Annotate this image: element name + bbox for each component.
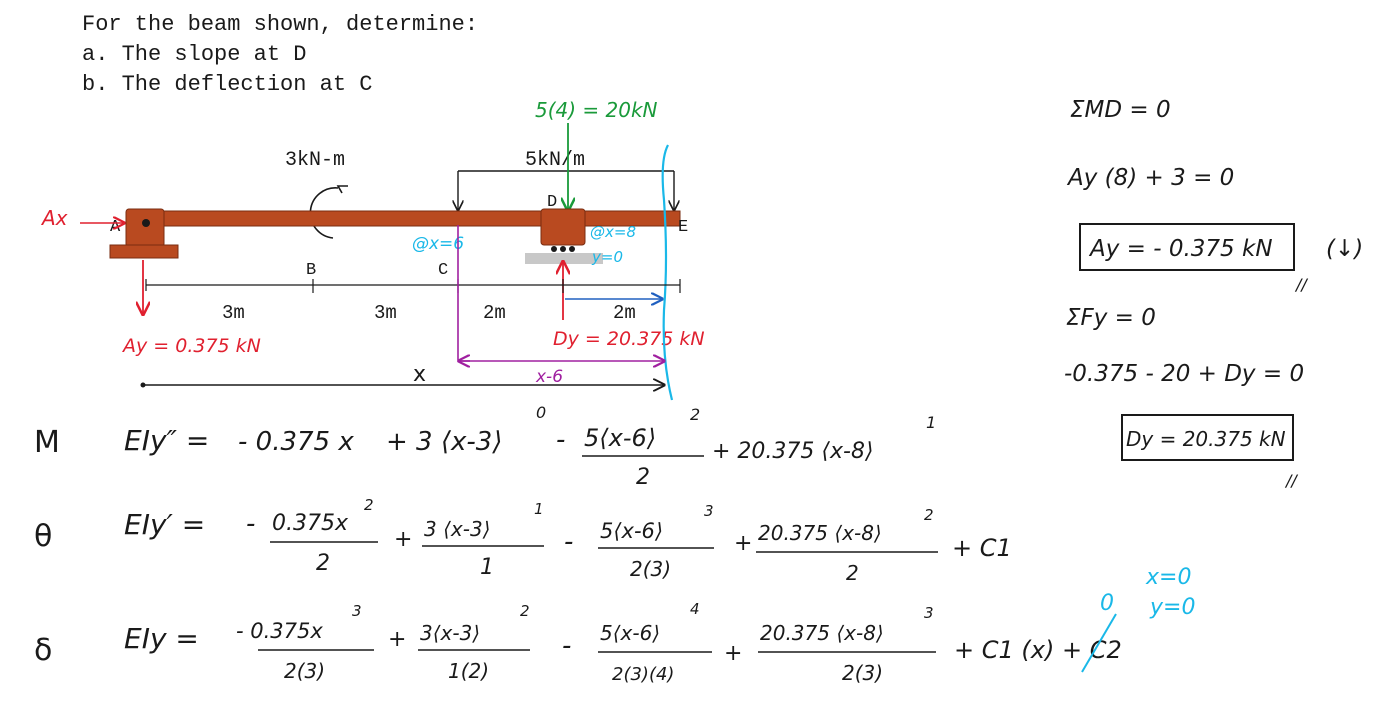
delta-tail: + C1 (x) + C2	[954, 636, 1122, 664]
delta-t4-exp: 3	[924, 604, 934, 622]
eq-moment: Ay (8) + 3 = 0	[1066, 165, 1234, 191]
delta-t4-den: 2(3)	[842, 661, 883, 685]
theta-symbol: θ	[34, 519, 52, 554]
delta-t2-exp: 2	[520, 602, 530, 620]
c2-strikethrough	[1081, 613, 1117, 673]
moment-equation: M EIy″ = - 0.375 x + 3 ⟨x-3⟩ 0 - 5⟨x-6⟩ …	[34, 403, 936, 490]
sum-md: ΣMD = 0	[1070, 97, 1171, 123]
theta-t1-exp: 2	[364, 496, 374, 514]
problem-line-2: a. The slope at D	[82, 42, 307, 67]
x-label: x	[413, 362, 426, 387]
moment-term-3-den: 2	[636, 465, 650, 490]
label-c: C	[438, 261, 448, 280]
delta-t1-exp: 3	[352, 602, 362, 620]
dist-load-label: 5kN/m	[525, 149, 585, 172]
roller-support-d	[525, 208, 603, 264]
dy-result: Dy = 20.375 kN	[1126, 427, 1286, 451]
theta-t3-num: 5⟨x-6⟩	[600, 519, 663, 543]
theta-t3-den: 2(3)	[630, 557, 671, 581]
delta-t1-den: 2(3)	[284, 659, 325, 683]
theta-t2-sign: +	[394, 527, 412, 552]
delta-t3-den: 2(3)(4)	[612, 664, 674, 685]
ay-direction: (↓)	[1326, 236, 1363, 262]
moment-term-4-exp: 1	[926, 413, 936, 432]
c2-zero: 0	[1100, 591, 1114, 616]
ay-result: Ay = - 0.375 kN	[1088, 236, 1273, 262]
reaction-ax-label: Ax	[40, 206, 68, 230]
reaction-dy-label: Dy = 20.375 kN	[553, 328, 705, 350]
bc-y0: y=0	[1149, 595, 1195, 620]
delta-t1-num: - 0.375x	[236, 619, 323, 643]
theta-lhs: EIy′ =	[124, 508, 205, 541]
moment-term-3-exp: 2	[690, 405, 700, 424]
label-b: B	[306, 261, 316, 280]
pin-support-a	[109, 208, 179, 259]
delta-t3-exp: 4	[690, 600, 700, 618]
delta-t4-sign: +	[724, 641, 742, 666]
theta-t4-exp: 2	[924, 506, 934, 524]
dy-result-box	[1121, 414, 1294, 461]
delta-t3-num: 5⟨x-6⟩	[600, 621, 660, 645]
theta-t4-num: 20.375 ⟨x-8⟩	[758, 521, 882, 545]
delta-t2-num: 3⟨x-3⟩	[420, 621, 480, 645]
moment-term-2-exp: 0	[536, 403, 546, 422]
x-minus-6-label: x-6	[535, 367, 563, 387]
bc-d-label-2: y=0	[591, 248, 623, 266]
delta-symbol: δ	[34, 633, 52, 668]
theta-t4-den: 2	[846, 561, 859, 585]
moment-load-label: 3kN-m	[285, 149, 345, 172]
bc-d-label-1: @x=8	[590, 223, 636, 241]
section-cut-line	[661, 144, 674, 401]
delta-t2-sign: +	[388, 627, 406, 652]
reaction-ay-label: Ay = 0.375 kN	[121, 335, 261, 357]
theta-t2-den: 1	[480, 555, 494, 580]
dim-de: 2m	[613, 302, 636, 324]
theta-t4-sign: +	[734, 531, 752, 556]
dim-cd: 2m	[483, 302, 506, 324]
moment-symbol: M	[34, 425, 60, 460]
sum-fy: ΣFy = 0	[1066, 305, 1156, 331]
moment-term-2: + 3 ⟨x-3⟩	[386, 427, 502, 457]
distributed-load	[458, 170, 674, 210]
theta-t3-sign: -	[564, 527, 573, 557]
theta-t1-den: 2	[316, 551, 330, 576]
dimension-line	[145, 279, 681, 293]
theta-t2-num: 3 ⟨x-3⟩	[424, 517, 490, 541]
theta-c1: + C1	[952, 534, 1012, 562]
dist-resultant-label: 5(4) = 20kN	[535, 98, 658, 122]
moment-term-3-num: 5⟨x-6⟩	[584, 424, 656, 452]
theta-t3-exp: 3	[704, 502, 714, 520]
bc-x0: x=0	[1145, 565, 1191, 590]
ay-double-slash: //	[1294, 275, 1308, 294]
moment-term-1: - 0.375 x	[238, 427, 354, 457]
theta-t2-exp: 1	[534, 500, 544, 518]
dy-double-slash: //	[1284, 471, 1298, 490]
equilibrium-panel: ΣMD = 0 Ay (8) + 3 = 0 Ay = - 0.375 kN (…	[1064, 97, 1363, 490]
problem-line-3: b. The deflection at C	[82, 72, 373, 97]
theta-t1-num: 0.375x	[272, 511, 349, 536]
problem-statement: For the beam shown, determine: a. The slo…	[82, 10, 478, 100]
moment-term-3-sign: -	[556, 425, 565, 455]
delta-t3-sign: -	[562, 631, 571, 661]
theta-t1-sign: -	[246, 509, 255, 539]
moment-arrowhead	[336, 185, 348, 194]
delta-t2-den: 1(2)	[448, 659, 489, 683]
dim-ab: 3m	[222, 302, 245, 324]
slope-equation: θ EIy′ = - 0.375x 2 2 + 3 ⟨x-3⟩ 1 1 - 5⟨…	[34, 496, 1012, 585]
eq-force: -0.375 - 20 + Dy = 0	[1064, 361, 1304, 387]
label-d: D	[547, 193, 557, 212]
delta-lhs: EIy =	[124, 622, 199, 655]
label-a: A	[110, 218, 121, 237]
ay-result-box	[1079, 223, 1295, 271]
delta-t4-num: 20.375 ⟨x-8⟩	[760, 621, 884, 645]
moment-term-4: + 20.375 ⟨x-8⟩	[712, 439, 874, 464]
problem-line-1: For the beam shown, determine:	[82, 12, 479, 37]
bc-c-label: @x=6	[412, 234, 464, 254]
dim-bc: 3m	[374, 302, 397, 324]
deflection-equation: δ EIy = - 0.375x 3 2(3) + 3⟨x-3⟩ 2 1(2) …	[34, 565, 1195, 685]
label-e: E	[678, 218, 688, 237]
moment-lhs: EIy″ =	[124, 424, 209, 457]
